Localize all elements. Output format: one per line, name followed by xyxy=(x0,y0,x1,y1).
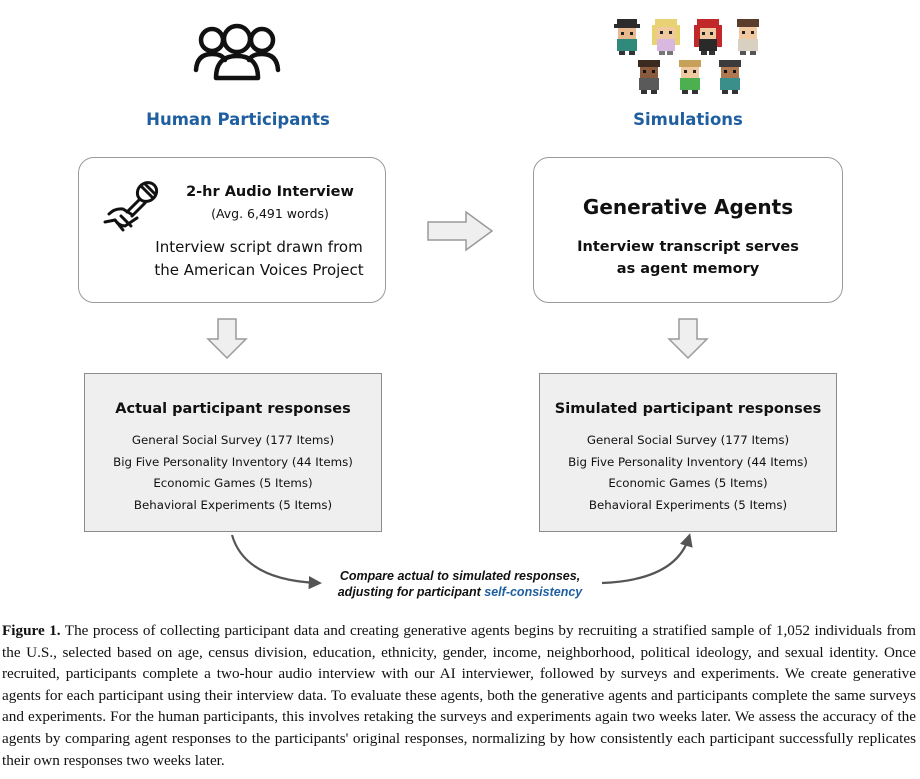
pixel-avatar-icon xyxy=(652,19,680,55)
compare-line2-prefix: adjusting for participant xyxy=(337,585,485,599)
right-heading: Simulations xyxy=(633,110,743,129)
pixel-avatar-icon xyxy=(614,19,640,55)
compare-line2-accent: self-consistency xyxy=(484,585,583,599)
generative-agents-desc-line2: as agent memory xyxy=(616,261,760,277)
simulated-responses-title: Simulated participant responses xyxy=(554,401,822,417)
interview-title: 2-hr Audio Interview xyxy=(186,184,354,200)
compare-line1: Compare actual to simulated responses, xyxy=(339,569,581,583)
list-item: Big Five Personality Inventory (44 Items… xyxy=(113,454,353,469)
generative-agents-desc-line1: Interview transcript serves xyxy=(577,239,799,255)
actual-responses-box: Actual participant responses General Soc… xyxy=(84,373,382,532)
curved-arrow-icon xyxy=(230,533,693,590)
pixel-avatar-icon xyxy=(638,60,660,94)
list-item: Economic Games (5 Items) xyxy=(608,476,768,490)
left-heading: Human Participants xyxy=(146,110,330,129)
arrow-down-icon xyxy=(206,318,248,360)
pixel-avatar-icon xyxy=(694,19,722,55)
agent-avatars xyxy=(605,15,775,100)
caption-text: The process of collecting participant da… xyxy=(2,622,916,769)
interview-desc-line2: the American Voices Project xyxy=(154,261,364,279)
generative-agents-box: Generative Agents Interview transcript s… xyxy=(533,157,843,303)
list-item: Economic Games (5 Items) xyxy=(153,476,313,490)
people-group-icon xyxy=(193,23,281,81)
caption-label: Figure 1. xyxy=(2,622,61,639)
arrow-right-icon xyxy=(427,210,494,252)
arrow-down-icon xyxy=(667,318,709,360)
simulated-responses-list: General Social Survey (177 Items) Big Fi… xyxy=(540,430,836,516)
pixel-avatar-icon xyxy=(737,19,759,55)
interview-subtitle: (Avg. 6,491 words) xyxy=(211,206,329,221)
interview-desc-line1: Interview script drawn from xyxy=(155,238,363,256)
simulated-responses-box: Simulated participant responses General … xyxy=(539,373,837,532)
microphone-hand-icon xyxy=(103,181,159,232)
list-item: General Social Survey (177 Items) xyxy=(131,433,335,447)
actual-responses-list: General Social Survey (177 Items) Big Fi… xyxy=(85,430,381,516)
list-item: Big Five Personality Inventory (44 Items… xyxy=(568,454,808,469)
list-item: Behavioral Experiments (5 Items) xyxy=(133,497,333,512)
pixel-avatar-icon xyxy=(679,60,701,94)
generative-agents-title: Generative Agents xyxy=(582,195,794,219)
interview-box: 2-hr Audio Interview (Avg. 6,491 words) … xyxy=(78,157,386,303)
list-item: General Social Survey (177 Items) xyxy=(586,433,790,447)
actual-responses-title: Actual participant responses xyxy=(115,401,351,417)
compare-line2: adjusting for participant self-consisten… xyxy=(300,584,620,600)
figure-caption: Figure 1. The process of collecting part… xyxy=(2,620,916,771)
list-item: Behavioral Experiments (5 Items) xyxy=(588,497,788,512)
pixel-avatar-icon xyxy=(719,60,741,94)
compare-note: Compare actual to simulated responses, a… xyxy=(300,568,620,600)
